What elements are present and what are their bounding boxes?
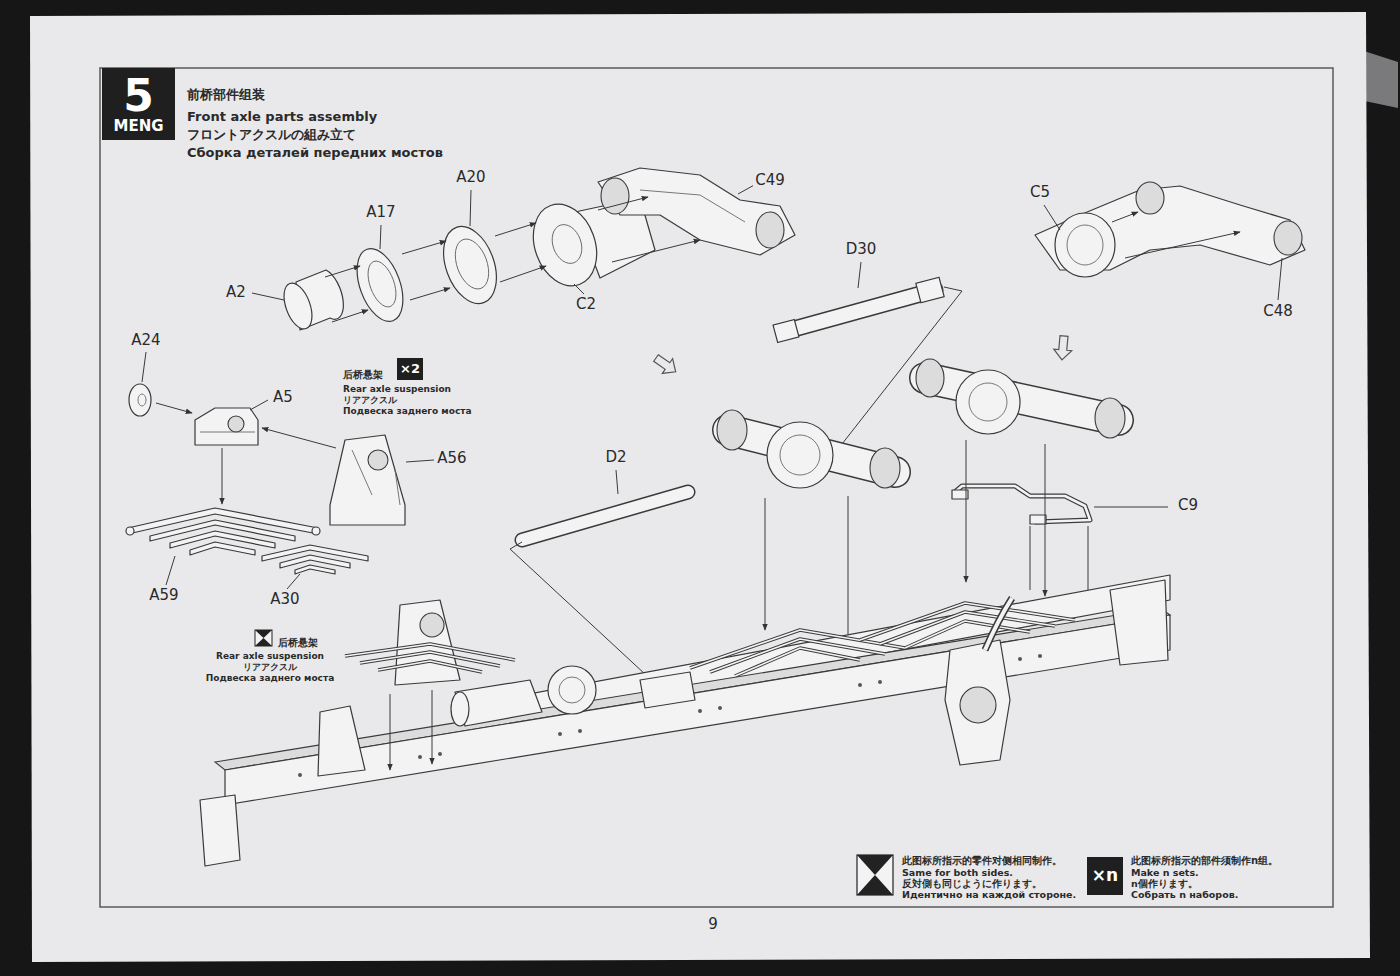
legend-text: Собрать n наборов. [1131, 890, 1238, 901]
step-badge: 5MENG [102, 68, 175, 140]
note-text: Rear axle suspension [214, 651, 326, 661]
part-number: A56 [435, 450, 468, 467]
legend-text: Идентично на каждой стороне. [902, 890, 1076, 901]
part-number: A5 [271, 389, 295, 406]
part-number: A17 [364, 204, 397, 221]
quantity-badge: ×2 [397, 358, 423, 380]
part-number: A2 [224, 284, 248, 301]
legend-text: 此图标所指示的部件须制作n组。 [1131, 855, 1278, 867]
step-title-ja: フロントアクスルの組み立て [187, 128, 356, 143]
note-text: リアアクスル [343, 395, 397, 405]
step-title-en: Front axle parts assembly [187, 110, 377, 125]
page-number: 9 [706, 916, 720, 933]
part-number: C48 [1261, 303, 1295, 320]
note-text: リアアクスル [241, 662, 299, 672]
badge-text: 5 [123, 74, 154, 119]
badge-subtext: MENG [113, 119, 163, 134]
note-text: 后桥悬架 [343, 369, 383, 381]
part-number: A24 [129, 332, 162, 349]
part-number: C9 [1176, 497, 1200, 514]
part-number: C5 [1028, 184, 1052, 201]
step-title-ru: Сборка деталей передних мостов [187, 146, 443, 161]
note-text: Подвеска заднего моста [204, 673, 337, 683]
part-number: C49 [753, 172, 787, 189]
part-number: A30 [268, 591, 301, 608]
part-number: D2 [603, 449, 628, 466]
part-number: A59 [147, 587, 180, 604]
step-title: 前桥部件组装 [187, 88, 265, 103]
part-number: C2 [574, 296, 598, 313]
legend-text: 此图标所指示的零件对侧相同制作。 [902, 855, 1062, 867]
legend-text: Make n sets. [1131, 868, 1199, 879]
note-text: 后桥悬架 [278, 637, 318, 649]
legend-text: n個作ります。 [1131, 879, 1198, 890]
note-text: Rear axle suspension [343, 384, 451, 394]
legend-text: 反対側も同じように作ります。 [902, 879, 1042, 890]
part-number: D30 [844, 241, 879, 258]
badge-text: ×2 [400, 362, 420, 375]
note-text: Подвеска заднего моста [343, 406, 472, 416]
badge-text: ×n [1092, 867, 1118, 884]
part-number: A20 [454, 169, 487, 186]
quantity-icon: ×n [1087, 857, 1123, 895]
legend-text: Same for both sides. [902, 868, 1013, 879]
